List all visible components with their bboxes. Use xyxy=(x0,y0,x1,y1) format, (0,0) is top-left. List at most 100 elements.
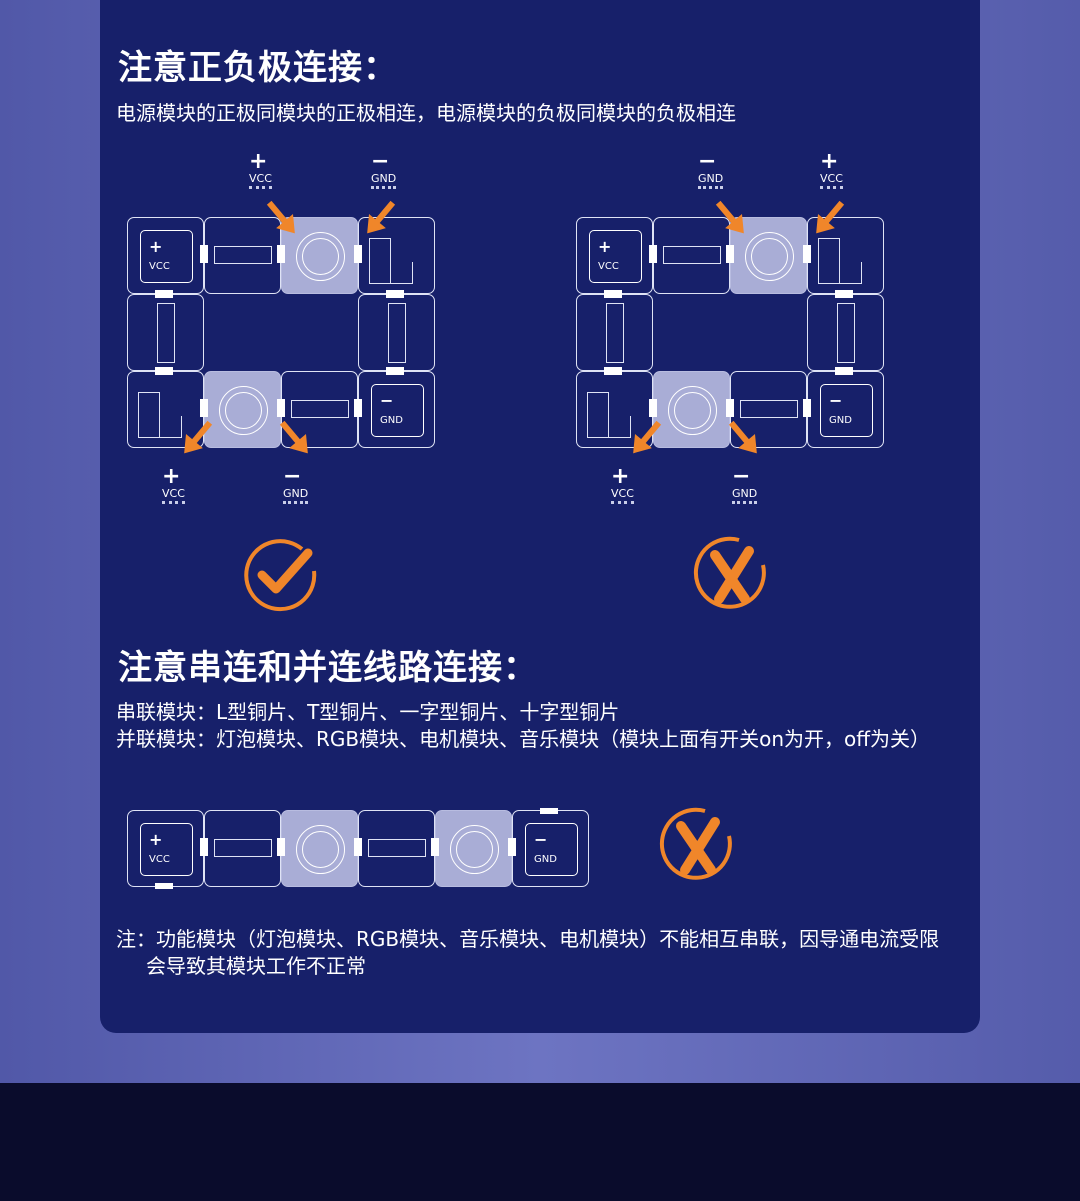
pole-name: VCC xyxy=(820,172,843,189)
bulb-ring-inner xyxy=(751,238,788,275)
bulb-ring-inner xyxy=(674,392,711,429)
copper-strip xyxy=(388,303,406,363)
pole-sign-icon: + xyxy=(820,149,839,174)
arrow-icon xyxy=(801,190,857,246)
l-strip xyxy=(369,262,413,284)
connector xyxy=(354,399,362,417)
bulb-ring-inner xyxy=(302,238,339,275)
bulb-ring-inner xyxy=(225,392,262,429)
gnd-chip: −GND xyxy=(371,384,424,437)
vcc-chip: +VCC xyxy=(140,230,193,283)
connector xyxy=(726,245,734,263)
series-modules-text: 串联模块：L型铜片、T型铜片、一字型铜片、十字型铜片 xyxy=(116,700,620,724)
check-icon xyxy=(244,539,317,612)
pole-label: −GND xyxy=(371,151,411,189)
pole-name: GND xyxy=(283,487,309,504)
arrow-icon xyxy=(352,190,408,246)
vcc-label: VCC xyxy=(149,854,170,865)
arrow-icon xyxy=(267,410,323,466)
parallel-modules-text: 并联模块：灯泡模块、RGB模块、电机模块、音乐模块（模块上面有开关on为开，of… xyxy=(116,727,931,751)
gnd-label: GND xyxy=(534,854,557,865)
connector xyxy=(431,838,439,856)
connector xyxy=(155,290,173,298)
copper-strip xyxy=(606,303,624,363)
connector xyxy=(386,290,404,298)
polarity-description: 电源模块的正极同模块的正极相连，电源模块的负极同模块的负极相连 xyxy=(116,101,736,125)
vcc-label: VCC xyxy=(149,261,170,272)
pole-name: GND xyxy=(732,487,758,504)
copper-strip xyxy=(157,303,175,363)
l-strip xyxy=(587,416,631,438)
pole-name: GND xyxy=(371,172,397,189)
vcc-module: + VCC xyxy=(127,810,204,887)
footer-band xyxy=(0,1083,1080,1201)
bulb-module xyxy=(653,371,730,448)
gnd-label: GND xyxy=(380,415,403,426)
connector xyxy=(354,245,362,263)
pole-sign-icon: − xyxy=(732,464,751,489)
connector xyxy=(835,290,853,298)
pole-label: +VCC xyxy=(820,149,860,189)
arrow-icon xyxy=(716,410,772,466)
arrow-icon xyxy=(169,410,225,466)
pole-label: −GND xyxy=(732,464,772,504)
gnd-module: −GND xyxy=(358,371,435,448)
sign-icon: + xyxy=(598,237,612,256)
v-module xyxy=(358,294,435,371)
connector xyxy=(835,367,853,375)
pole-label: −GND xyxy=(698,151,738,189)
connector xyxy=(803,399,811,417)
connector xyxy=(508,838,516,856)
sign-icon: + xyxy=(149,830,163,849)
cross-icon xyxy=(693,536,766,609)
gnd-label: GND xyxy=(829,415,852,426)
copper-strip xyxy=(837,303,855,363)
gnd-module: − GND xyxy=(807,371,884,448)
v-module xyxy=(807,294,884,371)
section-title-series-parallel: 注意串连和并连线路连接： xyxy=(118,648,538,688)
connector xyxy=(155,883,173,889)
vcc-chip: + VCC xyxy=(140,823,193,876)
bulb-ring xyxy=(296,825,345,874)
h-module xyxy=(204,810,281,887)
l-strip xyxy=(818,262,862,284)
connector xyxy=(540,808,558,814)
connector xyxy=(649,399,657,417)
pole-name: VCC xyxy=(162,487,185,504)
arrow-icon xyxy=(254,190,310,246)
connector xyxy=(200,838,208,856)
connector xyxy=(386,367,404,375)
sign-icon: − xyxy=(829,391,843,410)
connector xyxy=(604,367,622,375)
vcc-chip: + VCC xyxy=(589,230,642,283)
sign-icon: − xyxy=(534,830,548,849)
copper-strip xyxy=(291,400,349,418)
connector xyxy=(155,367,173,375)
section-title-polarity: 注意正负极连接： xyxy=(118,48,398,88)
connector xyxy=(649,245,657,263)
pole-label: +VCC xyxy=(249,151,289,189)
gnd-module: − GND xyxy=(512,810,589,887)
cross-icon-series xyxy=(659,807,732,880)
pole-sign-icon: + xyxy=(162,464,181,489)
connector xyxy=(277,838,285,856)
pole-label: −GND xyxy=(283,466,323,504)
gnd-chip: − GND xyxy=(820,384,873,437)
connector xyxy=(803,245,811,263)
copper-strip xyxy=(214,839,272,857)
pole-sign-icon: + xyxy=(611,464,630,489)
bulb-ring xyxy=(450,825,499,874)
bulb-ring xyxy=(745,232,794,281)
bulb-ring xyxy=(668,386,717,435)
v-module xyxy=(576,294,653,371)
arrow-icon xyxy=(703,190,759,246)
copper-strip xyxy=(663,246,721,264)
l-strip xyxy=(138,416,182,438)
vcc-label: VCC xyxy=(598,261,619,272)
pole-name: VCC xyxy=(249,172,272,189)
arrow-icon xyxy=(618,410,674,466)
bulb-ring xyxy=(296,232,345,281)
bulb-ring-inner xyxy=(456,831,493,868)
bulb-ring xyxy=(219,386,268,435)
pole-name: VCC xyxy=(611,487,634,504)
